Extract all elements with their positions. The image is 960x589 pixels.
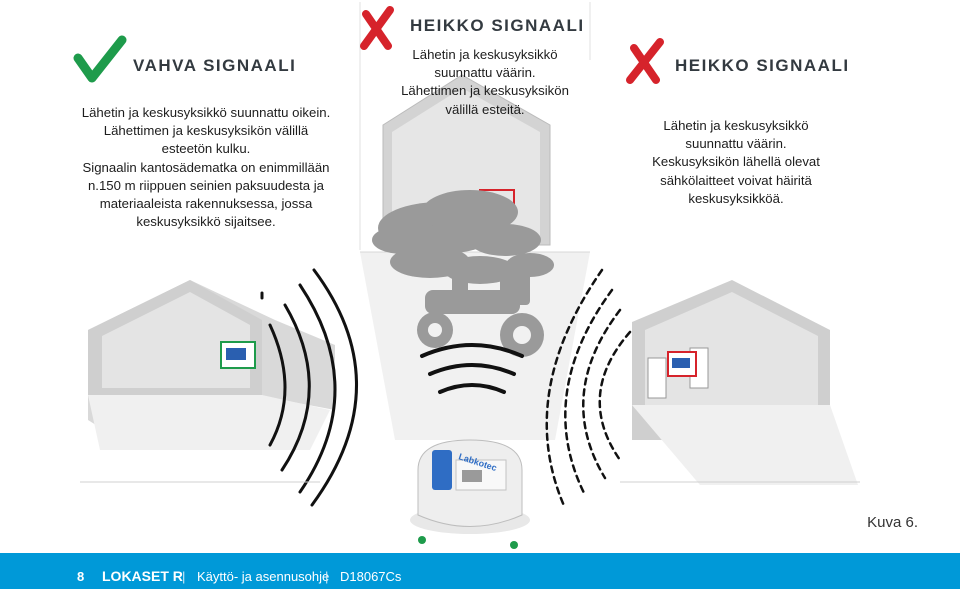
cross-icon bbox=[626, 38, 664, 84]
cross-icon bbox=[360, 6, 394, 50]
middle-title: HEIKKO SIGNAALI bbox=[410, 16, 585, 35]
left-title: VAHVA SIGNAALI bbox=[133, 56, 297, 75]
transmitter-device bbox=[410, 439, 530, 549]
footer-separator: | bbox=[325, 569, 329, 584]
figure-caption: Kuva 6. bbox=[867, 514, 918, 531]
right-house bbox=[632, 280, 858, 485]
product-brand: LOKASET R bbox=[102, 568, 183, 584]
document-type: Käyttö- ja asennusohje bbox=[197, 569, 330, 584]
middle-description: Lähetin ja keskusyksikkö suunnattu vääri… bbox=[401, 47, 569, 117]
document-code: D18067Cs bbox=[340, 569, 402, 584]
left-description: Lähetin ja keskusyksikkö suunnattu oikei… bbox=[81, 105, 331, 230]
middle-scene bbox=[360, 74, 590, 440]
left-house bbox=[88, 280, 335, 450]
footer-separator: | bbox=[182, 569, 186, 584]
check-icon bbox=[73, 35, 127, 83]
right-title: HEIKKO SIGNAALI bbox=[675, 56, 850, 75]
page-number: 8 bbox=[77, 569, 85, 584]
right-description: Lähetin ja keskusyksikkö suunnattu vääri… bbox=[652, 118, 820, 206]
page-footer: 8 LOKASET R | Käyttö- ja asennusohje | D… bbox=[0, 553, 960, 589]
